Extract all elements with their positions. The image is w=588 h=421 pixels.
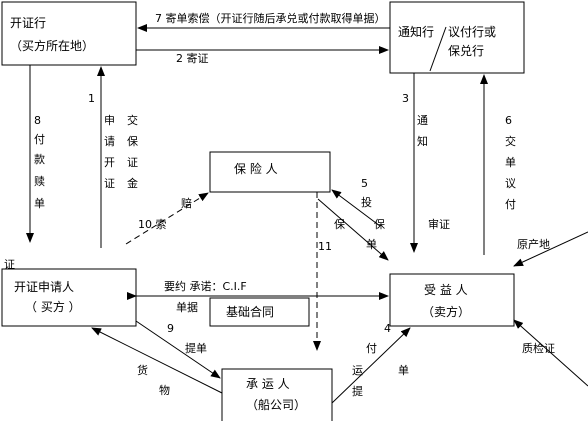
step1-text-0: 1: [88, 92, 95, 105]
step8-text-4: 单: [34, 197, 45, 210]
step11-label: 11: [318, 240, 332, 253]
step3-text-1: 通: [417, 114, 428, 127]
applicant-label: 开证申请人: [14, 280, 74, 294]
step6-text-1: 交: [505, 134, 516, 148]
step8-text-2: 款: [34, 152, 45, 166]
applicant-box: 开证申请人 （ 买方 ）: [1, 268, 137, 327]
deposit-text-0: 交: [127, 113, 138, 127]
step1-text-2: 请: [104, 135, 115, 148]
left-mark-label: 证: [4, 258, 15, 271]
arrow-origin-cert: [513, 231, 588, 267]
step5-text-1: 投: [361, 195, 372, 209]
origin-cert-label: 原产地: [517, 237, 550, 251]
beneficiary-sublabel: （卖方）: [422, 304, 470, 319]
basic-contract-box: 基础合同: [209, 297, 310, 327]
step6-text-4: 付: [505, 198, 516, 211]
issuing-bank-box: 开证行 （买方所在地）: [1, 1, 137, 66]
goods-label-0: 货: [137, 363, 148, 377]
step1-text-4: 证: [104, 177, 115, 190]
deposit-text-3: 金: [127, 176, 138, 190]
step4-text-1: 付: [366, 342, 377, 355]
contract-terms-label: 要约 承诺：C.I.F: [164, 280, 247, 293]
review-label: 审证: [428, 217, 450, 231]
insurer-box: 保 险 人: [209, 151, 331, 193]
applicant-sublabel: （ 买方 ）: [25, 299, 81, 314]
step4-text-3: 提: [352, 385, 363, 398]
step2-label: 2 寄证: [176, 51, 209, 65]
negotiating-bank-label: 议付行或: [448, 25, 496, 39]
step5-right-label: 保: [374, 217, 385, 231]
step8-text-3: 赎: [34, 174, 45, 188]
carrier-label: 承 运 人: [246, 377, 290, 391]
step8-text-1: 付: [34, 133, 45, 146]
documents-label: 单据: [176, 300, 198, 314]
step3-text-0: 3: [402, 92, 409, 105]
step8-text-0: 8: [34, 114, 41, 127]
step4-text-2: 运: [352, 364, 363, 377]
beneficiary-label: 受 益 人: [424, 283, 468, 297]
step1-text-3: 开: [104, 156, 115, 169]
step6-text-3: 议: [505, 177, 516, 190]
basic-contract-label: 基础合同: [226, 304, 274, 319]
step3-text-2: 知: [417, 134, 428, 148]
arrow-step5-insure: [331, 189, 381, 227]
carrier-sublabel: （船公司）: [246, 398, 306, 412]
step1-text-1: 申: [104, 114, 115, 127]
step5-left-label: 保: [334, 217, 345, 231]
step9-label: 9: [167, 322, 174, 335]
advising-bank-divider: [429, 26, 447, 72]
advising-bank-box: 通知行 议付行或 保兑行: [389, 1, 525, 74]
arrow-step4: [331, 327, 411, 404]
arrow-quality-cert: [513, 319, 588, 387]
policy-label: 单: [366, 238, 377, 251]
arrow-goods: [135, 320, 221, 379]
step4-dan-label: 单: [398, 364, 409, 377]
quality-cert-label: 质检证: [522, 341, 555, 355]
confirming-bank-label: 保兑行: [448, 44, 484, 58]
step6-text-0: 6: [505, 114, 512, 127]
step7-label: 7 寄单索偿（开证行随后承兑或付款取得单据）: [155, 11, 386, 25]
step6-text-2: 单: [505, 156, 516, 169]
step10-compensation-label: 赔: [181, 196, 192, 210]
goods-label-1: 物: [159, 383, 170, 397]
step4-text-0: 4: [384, 322, 391, 335]
deposit-text-2: 证: [127, 156, 138, 169]
arrow-step9: [91, 327, 223, 394]
insurer-label: 保 险 人: [234, 161, 278, 176]
advising-bank-label: 通知行: [398, 25, 434, 39]
deposit-text-1: 保: [127, 134, 138, 148]
step10-label: 10 索: [138, 217, 167, 231]
issuing-bank-label: 开证行: [10, 16, 46, 30]
step5-text-0: 5: [361, 177, 368, 190]
beneficiary-box: 受 益 人 （卖方）: [389, 273, 515, 327]
arrow-policy: [317, 198, 389, 261]
arrow-step10-claim: [125, 192, 209, 245]
carrier-box: 承 运 人 （船公司）: [221, 368, 333, 421]
bill-of-lading-label: 提单: [185, 342, 207, 355]
issuing-bank-sublabel: （买方所在地）: [10, 38, 94, 53]
